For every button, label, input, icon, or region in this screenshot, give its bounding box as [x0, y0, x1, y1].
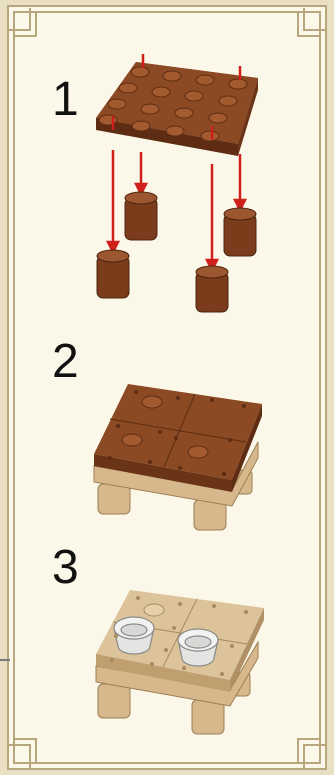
- step-number-3: 3: [52, 544, 79, 592]
- step-number-2: 2: [52, 338, 79, 386]
- step-number-1: 1: [52, 76, 79, 124]
